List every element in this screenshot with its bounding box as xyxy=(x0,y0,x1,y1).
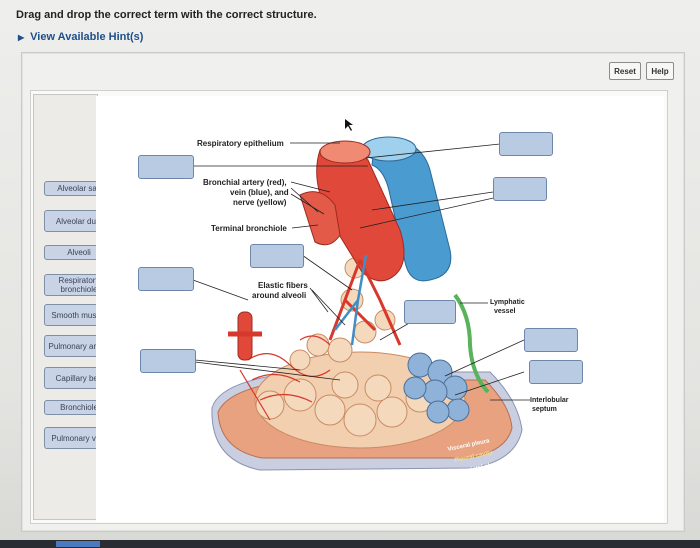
view-hints-link[interactable]: ▶ View Available Hint(s) xyxy=(18,31,143,43)
lymphatic-vessel-shape xyxy=(453,293,490,394)
reset-button[interactable]: Reset xyxy=(609,62,641,80)
drop-target[interactable] xyxy=(404,300,456,324)
label-interlobular-line1: Interlobular xyxy=(530,397,569,404)
capillary-network xyxy=(239,335,331,421)
label-bronchial-line2: vein (blue), and xyxy=(230,188,289,197)
mouse-cursor-icon xyxy=(345,119,353,131)
bronchiole-opening xyxy=(319,140,371,164)
drop-target[interactable] xyxy=(250,244,304,268)
lung-diagram: Respiratory epithelium Bronchial artery … xyxy=(192,119,569,475)
drop-target[interactable] xyxy=(138,267,194,291)
label-lymphatic-line2: vessel xyxy=(494,308,515,315)
drop-target[interactable] xyxy=(524,328,578,352)
label-lymphatic-line1: Lymphatic xyxy=(490,299,525,306)
hint-link-label: View Available Hint(s) xyxy=(30,31,144,43)
label-bronchial-line1: Bronchial artery (red), xyxy=(203,178,287,187)
drop-target[interactable] xyxy=(138,155,194,179)
artery-branches xyxy=(328,259,402,346)
bottom-accent xyxy=(56,541,100,547)
vein-branches xyxy=(334,254,368,346)
alveolar-sac-cluster xyxy=(403,352,470,424)
drop-target[interactable] xyxy=(499,132,553,156)
label-bronchial-line3: nerve (yellow) xyxy=(233,198,287,207)
label-respiratory-epithelium: Respiratory epithelium xyxy=(197,139,284,148)
large-vein-shape xyxy=(371,138,452,282)
label-interlobular-line2: septum xyxy=(532,406,557,413)
drop-target[interactable] xyxy=(140,349,196,373)
instruction-text: Drag and drop the correct term with the … xyxy=(16,9,317,21)
drop-target[interactable] xyxy=(493,177,547,201)
help-button[interactable]: Help xyxy=(646,62,674,80)
expand-triangle-icon: ▶ xyxy=(18,33,25,42)
label-terminal-bronchiole: Terminal bronchiole xyxy=(211,224,287,233)
drop-target[interactable] xyxy=(529,360,583,384)
label-elastic-line1: Elastic fibers xyxy=(258,281,308,290)
bottom-bar xyxy=(0,540,700,548)
label-elastic-line2: around alveoli xyxy=(252,291,306,300)
